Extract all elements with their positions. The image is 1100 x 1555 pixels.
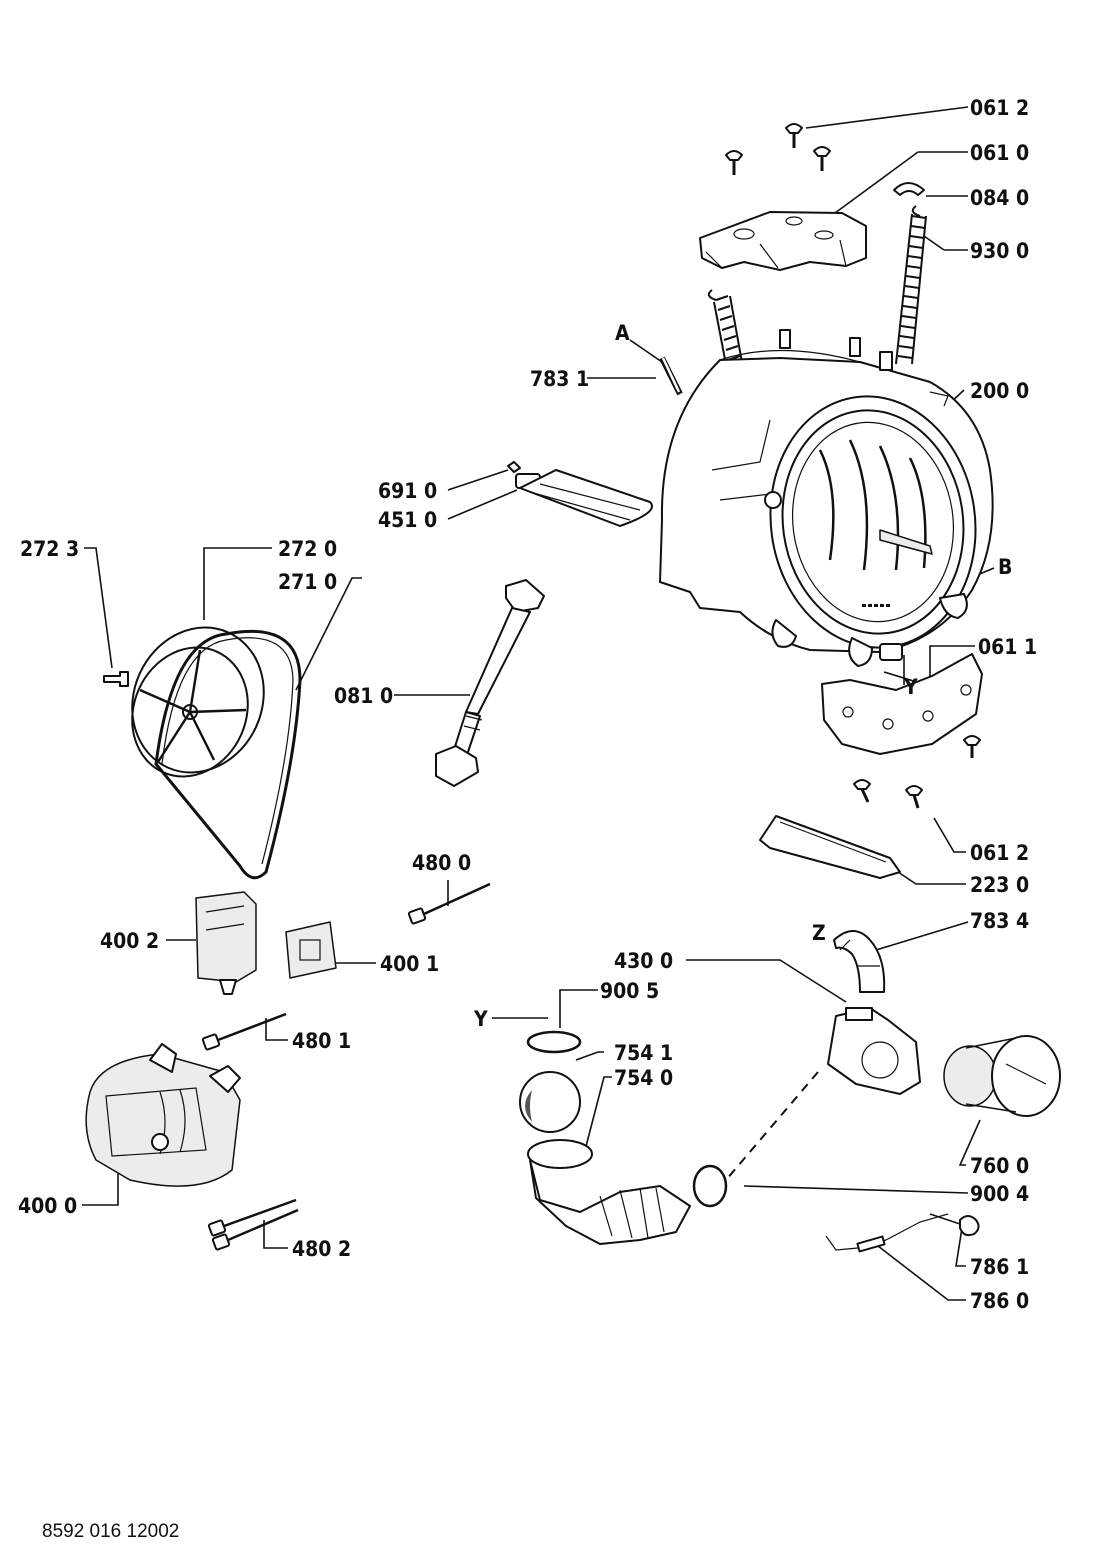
callout-4801: 480 1: [292, 1029, 351, 1053]
motor: [85, 1043, 241, 1187]
callout-9005: 900 5: [600, 979, 659, 1003]
callout-2230: 223 0: [970, 873, 1029, 897]
callout-2710: 271 0: [278, 570, 337, 594]
callout-Y-tub: Y: [903, 675, 918, 699]
callout-4000: 400 0: [18, 1194, 77, 1218]
callout-7600: 760 0: [970, 1154, 1029, 1178]
ball-valve: [519, 1071, 581, 1133]
callout-4510: 451 0: [378, 508, 437, 532]
top-counterweight: [699, 211, 867, 271]
callout-2720: 272 0: [278, 537, 337, 561]
callout-A: A: [615, 321, 630, 345]
callout-0611: 061 1: [978, 635, 1037, 659]
callout-2000: 200 0: [970, 379, 1029, 403]
callout-0610: 061 0: [970, 141, 1029, 165]
callout-4001: 400 1: [380, 952, 439, 976]
cap-0840: [893, 182, 925, 196]
callout-9300: 930 0: [970, 239, 1029, 263]
callout-Y-sump: Y: [473, 1007, 488, 1031]
clamp-9004: [692, 1164, 728, 1208]
tub-assembly: [659, 329, 994, 667]
motor-bolts: [201, 882, 491, 1251]
sump-hose: [527, 1139, 691, 1245]
callout-0612-top: 061 2: [970, 96, 1029, 120]
shock-absorber: [435, 579, 545, 787]
motor-module-4002: [195, 891, 257, 995]
heater-element: [507, 461, 653, 527]
callout-7860: 786 0: [970, 1289, 1029, 1313]
callout-0810: 081 0: [334, 684, 393, 708]
pump-filter: [943, 1035, 1061, 1117]
screw-0612-bottom: [853, 779, 923, 809]
wire-7860: [825, 1213, 949, 1253]
drive-belt: [154, 629, 302, 880]
callout-7541: 754 1: [614, 1041, 673, 1065]
callout-2723: 272 3: [20, 537, 79, 561]
bottom-counterweight: [821, 653, 983, 758]
callout-0612-bottom: 061 2: [970, 841, 1029, 865]
callout-4802: 480 2: [292, 1237, 351, 1261]
screw-0612-top: [725, 123, 831, 175]
callout-Z: Z: [812, 921, 826, 945]
pin-7831: [659, 356, 683, 396]
hose-7834: [833, 930, 886, 993]
callout-4300: 430 0: [614, 949, 673, 973]
callout-6910: 691 0: [378, 479, 437, 503]
callout-4800: 480 0: [412, 851, 471, 875]
callout-7540: 754 0: [614, 1066, 673, 1090]
clip-7861: [959, 1215, 980, 1237]
gasket-9005: [526, 1030, 582, 1054]
callout-labels: 061 2 061 0 084 0 930 0 A 783 1 200 0 69…: [18, 96, 1037, 1313]
drain-pump: [827, 1007, 921, 1095]
callout-4002: 400 2: [100, 929, 159, 953]
callout-9004: 900 4: [970, 1182, 1029, 1206]
drum-lifter: [759, 815, 901, 879]
callout-B: B: [998, 555, 1012, 579]
drum-pulley: [103, 626, 265, 778]
callout-7861: 786 1: [970, 1255, 1029, 1279]
leader-lines: [82, 106, 995, 1301]
document-number: 8592 016 12002: [42, 1521, 179, 1542]
motor-module-4001: [285, 921, 337, 979]
callout-0840: 084 0: [970, 186, 1029, 210]
callout-7831: 783 1: [530, 367, 589, 391]
callout-7834: 783 4: [970, 909, 1029, 933]
